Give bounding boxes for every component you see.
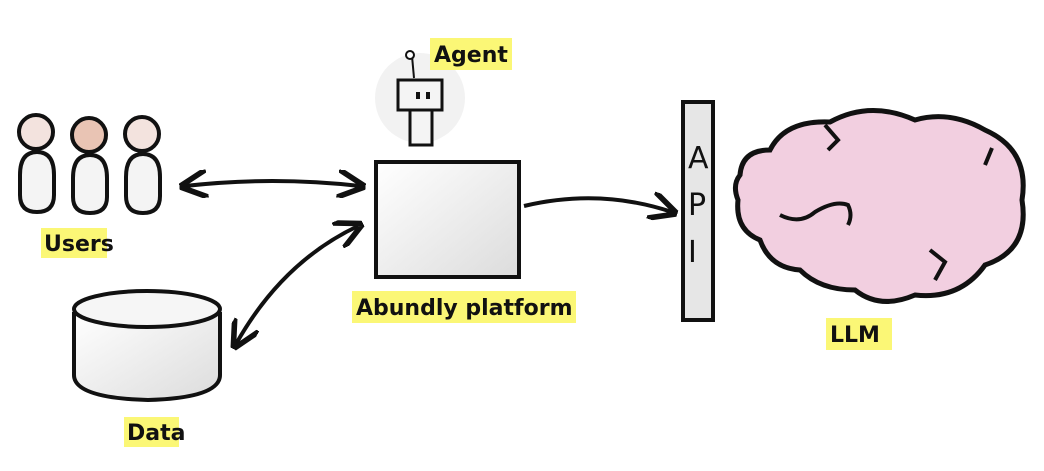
- users-label-highlight: [41, 228, 107, 258]
- platform-label: Abundly platform: [356, 296, 573, 321]
- llm-label-highlight: [826, 318, 892, 350]
- api-letter-p: P: [688, 188, 706, 223]
- llm-label: LLM: [830, 323, 880, 348]
- agent-label-highlight: [430, 38, 512, 70]
- robot-agent-icon: Agent: [375, 38, 512, 147]
- agent-label: Agent: [434, 43, 508, 68]
- data-platform-arrow: [236, 226, 358, 344]
- database-icon: Data: [72, 289, 222, 447]
- users-platform-arrow: [185, 181, 360, 186]
- api-letter-a: A: [688, 141, 709, 176]
- users-label: Users: [44, 232, 114, 257]
- platform-api-arrow: [523, 198, 672, 212]
- platform-label-highlight: [352, 291, 576, 323]
- platform-box: Abundly platform: [352, 160, 576, 323]
- brain-icon: LLM: [732, 108, 1026, 350]
- users-group: Users: [17, 113, 162, 258]
- api-bar: A P I: [681, 100, 715, 322]
- user-icon: [17, 113, 56, 215]
- user-icon: [123, 115, 162, 216]
- data-label: Data: [127, 421, 185, 446]
- api-letter-i: I: [688, 235, 697, 270]
- user-icon: [70, 116, 109, 216]
- data-label-highlight: [124, 417, 179, 447]
